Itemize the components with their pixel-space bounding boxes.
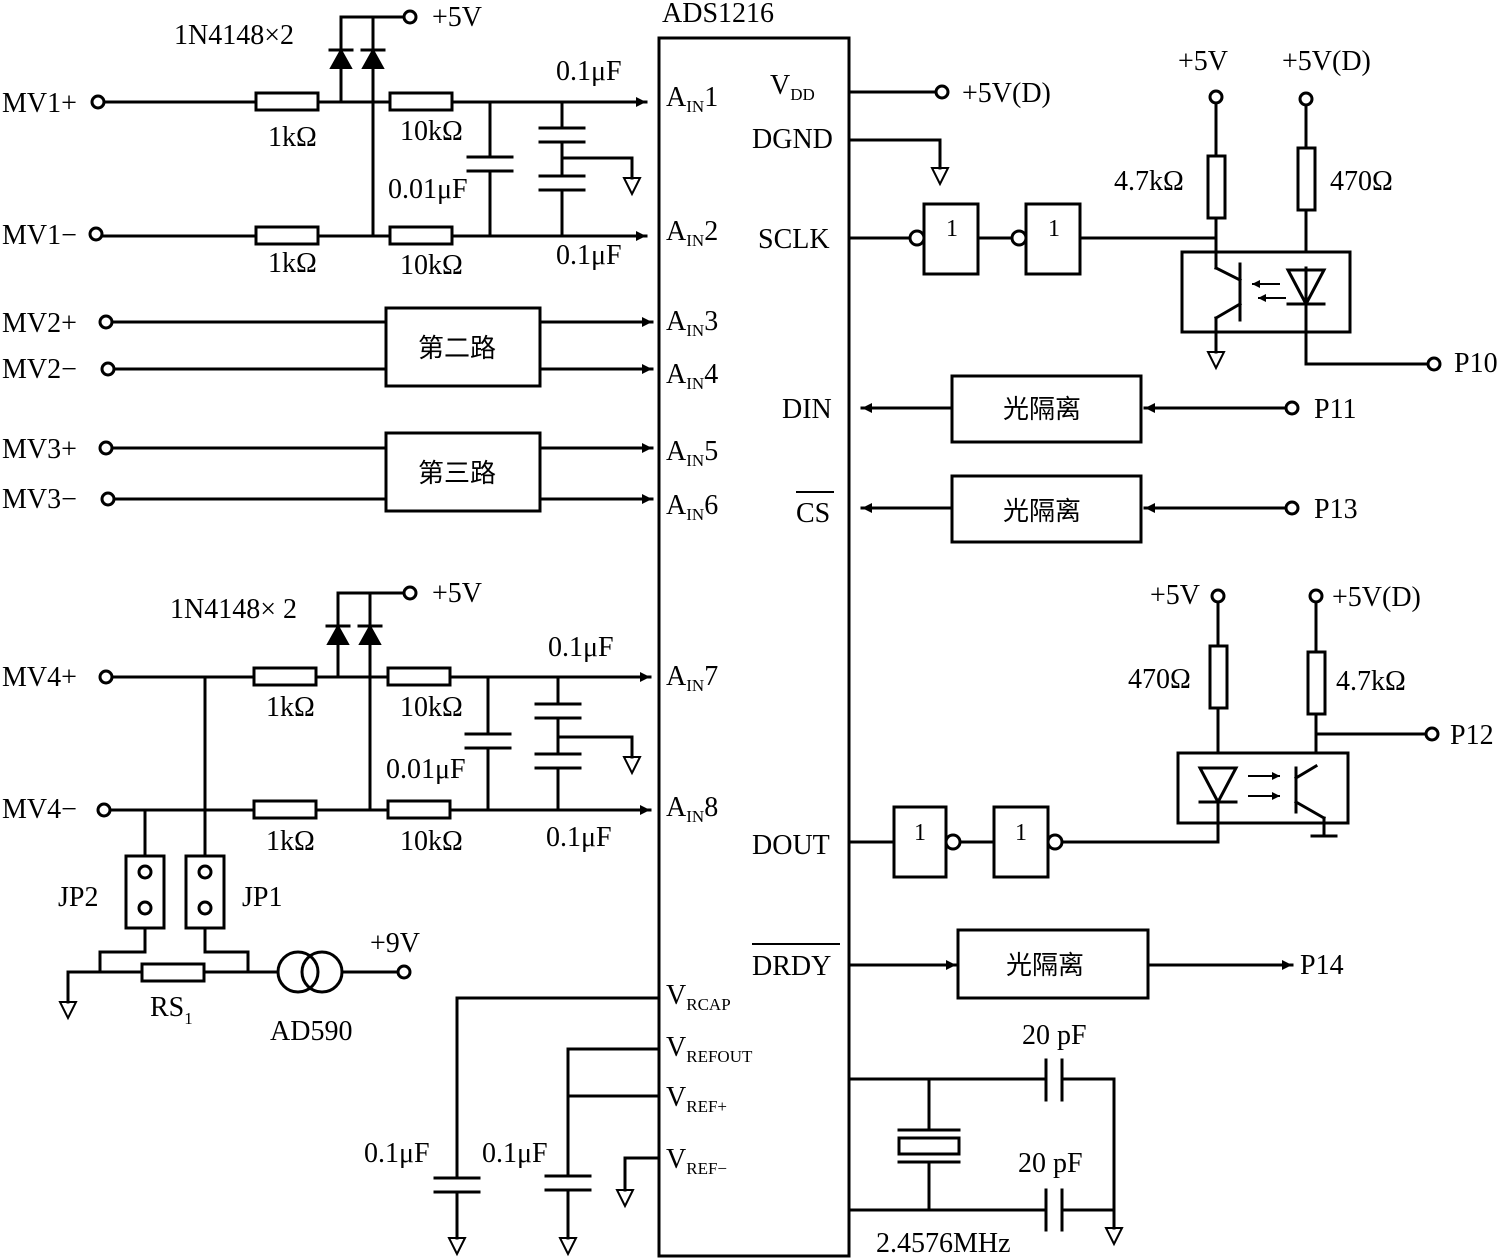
din-path: 光隔离 P11 [860,374,1357,444]
svg-text:AIN2: AIN2 [666,216,718,250]
svg-text:+5V(D): +5V(D) [1332,582,1421,613]
svg-text:+5V: +5V [432,578,482,609]
svg-text:JP2: JP2 [58,882,98,913]
channel-3: MV3+ MV3− 第三路 [2,431,654,515]
svg-text:10kΩ: 10kΩ [400,826,463,857]
svg-text:0.1μF: 0.1μF [548,632,614,663]
svg-text:0.1μF: 0.1μF [546,822,612,853]
pin-ain2: AIN2 [666,216,718,250]
channel-1-frontend: MV1+ 1kΩ 10kΩ 0.1μF 1N4148×2 +5V 0.01μF [2,2,648,281]
svg-text:+5V: +5V [1178,46,1228,77]
pin-din: DIN [782,394,832,425]
crystal-oscillator: 20 pF 20 pF 2.4576MHz [847,1020,1124,1258]
svg-text:JP1: JP1 [242,882,282,913]
svg-text:第三路: 第三路 [418,459,496,489]
current-source-ad590 [276,950,344,994]
input-mv2-plus: MV2+ [2,308,77,339]
svg-text:0.1μF: 0.1μF [482,1138,548,1169]
svg-text:0.1μF: 0.1μF [556,56,622,87]
svg-text:470Ω: 470Ω [1330,166,1393,197]
drdy-path: 光隔离 P14 [847,928,1344,1000]
svg-text:0.01μF: 0.01μF [386,754,466,785]
port-p14: P14 [1300,950,1344,981]
svg-text:1: 1 [914,820,926,846]
dout-path: +5V 470Ω +5V(D) 4.7kΩ P12 1 1 [847,580,1494,879]
svg-text:4.7kΩ: 4.7kΩ [1336,666,1406,697]
svg-text:4.7kΩ: 4.7kΩ [1114,166,1184,197]
svg-text:光隔离: 光隔离 [1003,497,1081,527]
svg-text:1: 1 [1015,820,1027,846]
svg-text:1: 1 [946,216,958,242]
pin-drdy: DRDY [752,951,831,982]
svg-text:0.1μF: 0.1μF [556,240,622,271]
svg-text:+5V: +5V [432,2,482,33]
pin-dgnd: DGND [752,124,833,155]
port-p10: P10 [1454,348,1498,379]
svg-text:10kΩ: 10kΩ [400,116,463,147]
pin-sclk: SCLK [758,224,830,255]
svg-text:0.1μF: 0.1μF [364,1138,430,1169]
channel-2: MV2+ MV2− 第二路 [2,306,654,388]
svg-text:+5V(D): +5V(D) [1282,46,1371,77]
input-mv4-minus: MV4− [2,794,77,825]
svg-text:光隔离: 光隔离 [1006,951,1084,981]
diodes-label-4: 1N4148× 2 [170,594,297,625]
port-p12: P12 [1450,720,1494,751]
input-mv3-minus: MV3− [2,484,77,515]
input-mv4-plus: MV4+ [2,662,77,693]
svg-text:1kΩ: 1kΩ [268,122,317,153]
crystal-frequency: 2.4576MHz [876,1228,1011,1258]
port-p13: P13 [1314,494,1358,525]
svg-text:10kΩ: 10kΩ [400,250,463,281]
svg-text:20 pF: 20 pF [1022,1020,1087,1051]
svg-text:+9V: +9V [370,928,420,959]
power-pins: +5V(D) [847,78,1051,187]
svg-text:1kΩ: 1kΩ [266,826,315,857]
sclk-path: 1 1 +5V 4.7kΩ +5V(D) 470Ω P10 [847,46,1498,379]
optocoupler-dout [1176,751,1350,825]
svg-text:20 pF: 20 pF [1018,1148,1083,1179]
diodes-label-1: 1N4148×2 [174,20,294,51]
svg-text:+5V: +5V [1150,580,1200,611]
cs-path: 光隔离 P13 [860,474,1358,544]
optocoupler-sclk [1180,250,1352,334]
svg-text:1kΩ: 1kΩ [266,692,315,723]
resistor-rs1 [140,962,206,983]
svg-text:光隔离: 光隔离 [1003,395,1081,425]
svg-text:AD590: AD590 [270,1016,352,1047]
port-p11: P11 [1314,394,1357,425]
ads1216-chip: ADS1216 AIN1 AIN2 AIN3 AIN4 AIN5 AIN6 AI… [657,0,851,1258]
svg-text:0.01μF: 0.01μF [388,174,468,205]
svg-text:1kΩ: 1kΩ [268,248,317,279]
svg-text:10kΩ: 10kΩ [400,692,463,723]
channel-4-frontend: 1N4148× 2 +5V MV4+ 1kΩ 10kΩ 0.1μF 0.01μF [2,578,652,1047]
svg-text:+5V(D): +5V(D) [962,78,1051,109]
svg-text:RS1: RS1 [150,992,193,1028]
input-mv1-minus: MV1− [2,220,77,251]
input-mv1-plus: MV1+ [2,88,77,119]
reference-network: 0.1μF 0.1μF [364,996,661,1257]
pin-cs: CS [796,498,830,529]
svg-text:470Ω: 470Ω [1128,664,1191,695]
svg-text:第二路: 第二路 [418,334,496,364]
pin-dout: DOUT [752,830,830,861]
svg-text:1: 1 [1048,216,1060,242]
input-mv3-plus: MV3+ [2,434,77,465]
input-mv2-minus: MV2− [2,354,77,385]
chip-title: ADS1216 [662,0,774,29]
